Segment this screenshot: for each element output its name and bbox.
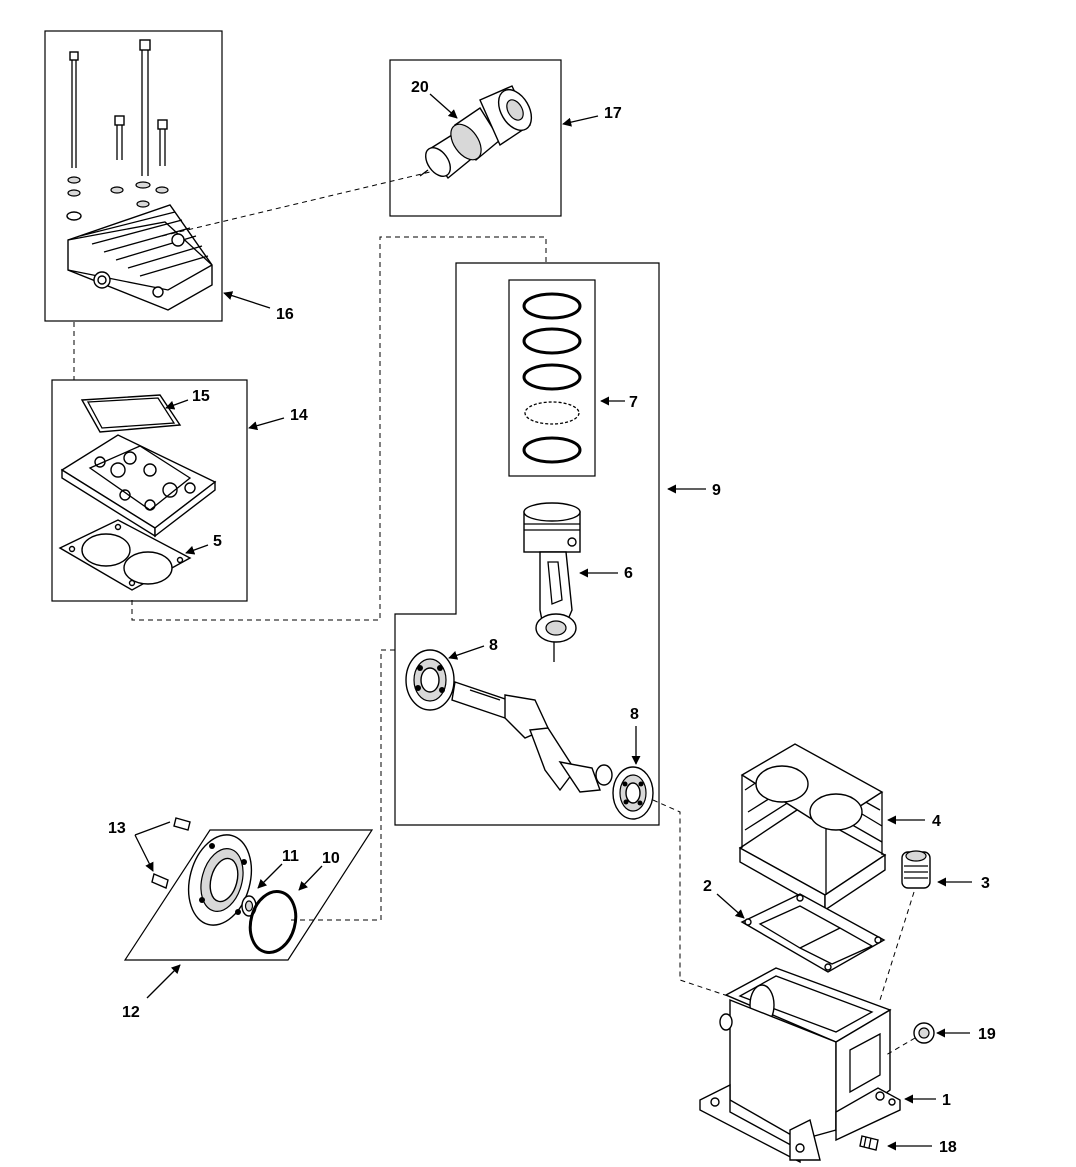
end-cover <box>187 834 253 926</box>
callout-16: 16 <box>276 306 294 323</box>
leader-breather <box>161 171 431 237</box>
arrow-icon <box>165 399 189 410</box>
bearing-left <box>405 649 455 711</box>
piston-crank-group: 7 6 <box>394 262 721 826</box>
callout-3: 3 <box>981 875 990 892</box>
cylinder-head <box>67 204 213 311</box>
breather-valve <box>901 850 931 889</box>
arrow-icon <box>448 645 485 660</box>
callout-8b: 8 <box>630 706 639 723</box>
callout-18: 18 <box>939 1139 957 1156</box>
callout-10: 10 <box>322 850 340 867</box>
leader-sight <box>885 1037 916 1056</box>
valve-plate-group: 15 14 5 <box>51 379 308 602</box>
callout-12: 12 <box>122 1004 140 1021</box>
arrow-icon <box>257 863 283 889</box>
callout-15: 15 <box>192 388 210 405</box>
leader-crank-case <box>652 799 741 1001</box>
leader-valve <box>879 891 915 1001</box>
callout-4: 4 <box>932 813 941 830</box>
arrow-icon <box>248 417 285 431</box>
cylinder <box>738 743 887 912</box>
breather-group: 20 17 <box>389 59 622 217</box>
piston-rod <box>523 502 581 662</box>
valve-plate-box <box>51 379 248 602</box>
crankcase <box>699 967 901 1164</box>
arrow-icon <box>146 964 181 999</box>
end-cover-group: 13 11 10 12 <box>108 817 374 1021</box>
callout-9: 9 <box>712 482 721 499</box>
rings-box <box>508 279 596 477</box>
oil-sight-plug <box>913 1022 935 1044</box>
bearing-right <box>612 766 654 820</box>
end-cover-box <box>123 829 374 961</box>
arrow-icon <box>134 821 171 871</box>
o-ring <box>248 890 298 954</box>
breather-assembly <box>419 85 533 180</box>
head-box <box>44 30 223 322</box>
arrow-icon <box>429 93 458 119</box>
head-bolts <box>66 39 169 221</box>
arrow-icon <box>562 115 599 127</box>
piston-crank-box <box>394 262 660 826</box>
callout-2: 2 <box>703 878 712 895</box>
arrow-icon <box>185 544 209 555</box>
arrow-icon <box>716 893 745 919</box>
arrow-icon <box>223 291 271 309</box>
breather-box <box>389 59 562 217</box>
callout-11: 11 <box>282 848 299 865</box>
crankshaft <box>451 681 613 793</box>
callout-20: 20 <box>411 79 429 96</box>
cylinder-head-group: 16 <box>44 30 294 323</box>
valve-plate <box>60 434 217 538</box>
piston-rings <box>522 292 582 464</box>
leader-crank-cover <box>290 649 395 921</box>
head-gasket-lower <box>58 519 192 591</box>
valve-gasket <box>80 394 182 433</box>
drain-plug <box>859 1135 879 1151</box>
callout-8a: 8 <box>489 637 498 654</box>
arrow-icon <box>298 865 323 891</box>
callout-17: 17 <box>604 105 622 122</box>
cover-screws <box>151 817 191 889</box>
callout-14: 14 <box>290 407 308 424</box>
callout-5: 5 <box>213 533 222 550</box>
leader-head-piston <box>73 236 547 621</box>
callout-19: 19 <box>978 1026 996 1043</box>
callout-13: 13 <box>108 820 126 837</box>
base-gasket <box>740 893 886 973</box>
callout-6: 6 <box>624 565 633 582</box>
callout-1: 1 <box>942 1092 951 1109</box>
callout-7: 7 <box>629 394 638 411</box>
